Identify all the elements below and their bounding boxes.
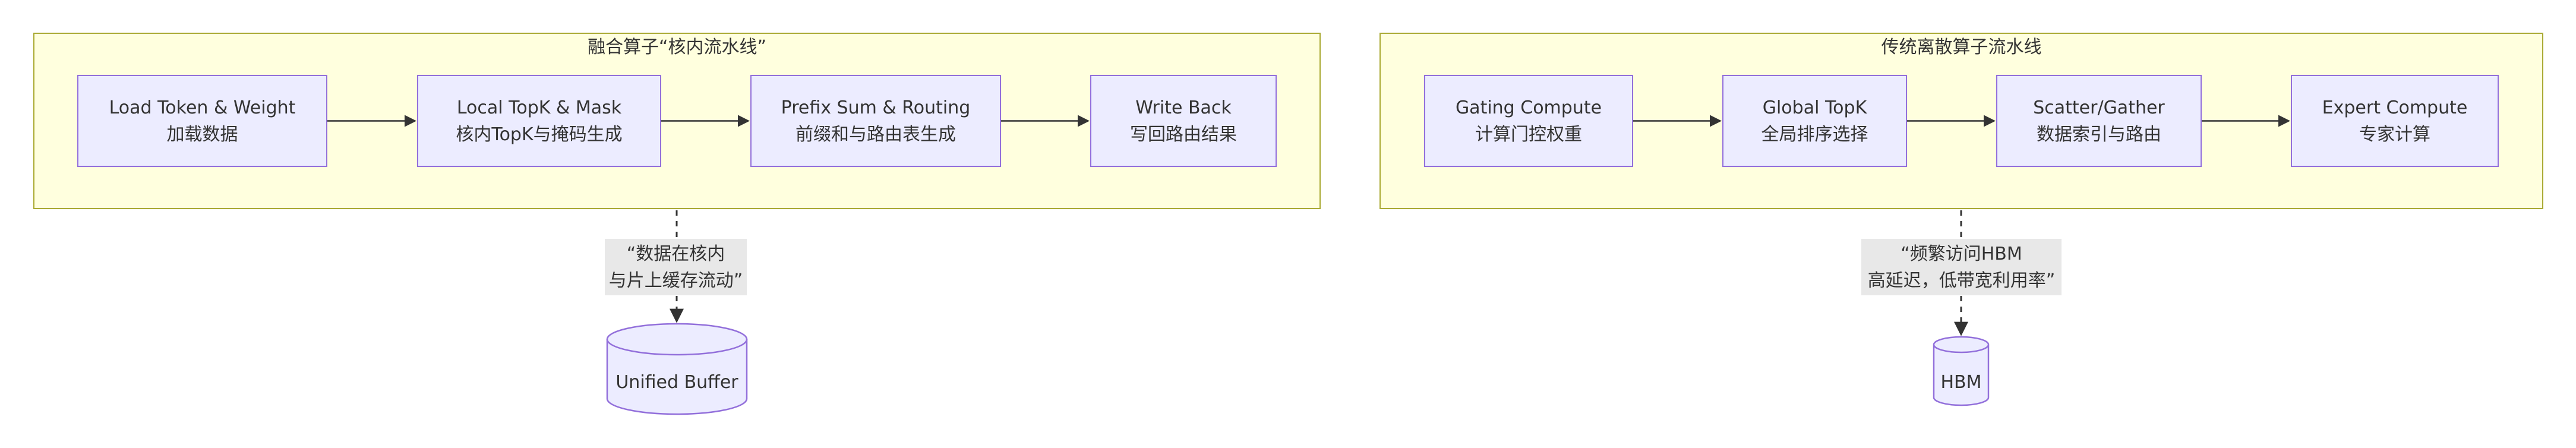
hbm-label: HBM <box>1940 372 1982 393</box>
node-load-token-weight: Load Token & Weight 加载数据 <box>77 75 327 167</box>
node-gating-compute: Gating Compute 计算门控权重 <box>1424 75 1633 167</box>
node-expert-compute-zh: 专家计算 <box>2359 124 2430 145</box>
node-scatter-gather-zh: 数据索引与路由 <box>2037 124 2161 145</box>
edge-label-onchip-dataflow-line2: 与片上缓存流动” <box>608 270 743 291</box>
node-prefix-sum-routing-en: Prefix Sum & Routing <box>781 97 971 118</box>
node-gating-compute-zh: 计算门控权重 <box>1475 124 1582 145</box>
node-expert-compute-en: Expert Compute <box>2322 97 2468 118</box>
node-write-back: Write Back 写回路由结果 <box>1090 75 1277 167</box>
node-prefix-sum-routing-zh: 前缀和与路由表生成 <box>795 124 956 145</box>
node-write-back-en: Write Back <box>1135 97 1232 118</box>
edge-label-onchip-dataflow-line1: “数据在核内 <box>626 243 725 264</box>
node-load-token-weight-zh: 加载数据 <box>166 124 238 145</box>
node-write-back-zh: 写回路由结果 <box>1130 124 1237 145</box>
node-prefix-sum-routing: Prefix Sum & Routing 前缀和与路由表生成 <box>750 75 1001 167</box>
node-scatter-gather-en: Scatter/Gather <box>2033 97 2165 118</box>
node-global-topk-zh: 全局排序选择 <box>1761 124 1868 145</box>
fused-pipeline-title: 融合算子“核内流水线” <box>587 37 767 58</box>
discrete-pipeline-title: 传统离散算子流水线 <box>1881 37 2042 58</box>
node-local-topk-mask-en: Local TopK & Mask <box>456 97 622 118</box>
unified-buffer-cylinder-icon <box>606 323 748 415</box>
edge-label-hbm-access: “频繁访问HBM 高延迟，低带宽利用率” <box>1861 239 2062 295</box>
edge-label-hbm-access-line1: “频繁访问HBM <box>1901 243 2022 264</box>
hbm-cylinder-icon <box>1933 336 1990 406</box>
unified-buffer-label: Unified Buffer <box>615 372 738 393</box>
node-load-token-weight-en: Load Token & Weight <box>109 97 296 118</box>
node-global-topk: Global TopK 全局排序选择 <box>1722 75 1907 167</box>
node-global-topk-en: Global TopK <box>1762 97 1867 118</box>
edge-label-onchip-dataflow: “数据在核内 与片上缓存流动” <box>605 239 747 295</box>
node-local-topk-mask: Local TopK & Mask 核内TopK与掩码生成 <box>417 75 661 167</box>
node-local-topk-mask-zh: 核内TopK与掩码生成 <box>456 124 623 145</box>
edge-label-hbm-access-line2: 高延迟，低带宽利用率” <box>1867 270 2056 291</box>
node-gating-compute-en: Gating Compute <box>1455 97 1602 118</box>
node-expert-compute: Expert Compute 专家计算 <box>2291 75 2499 167</box>
node-scatter-gather: Scatter/Gather 数据索引与路由 <box>1996 75 2202 167</box>
